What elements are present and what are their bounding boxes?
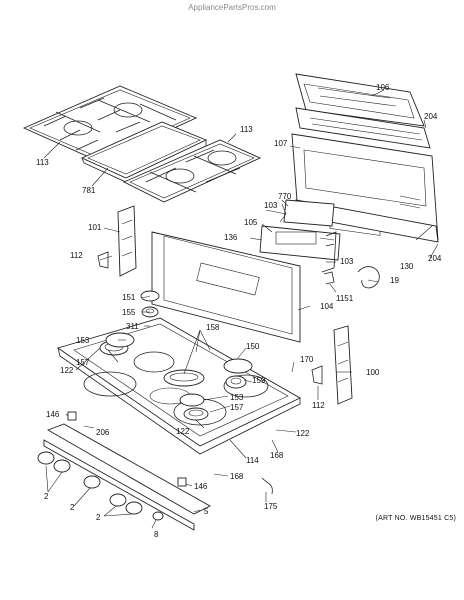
callout-150: 150 [246,342,260,351]
control-panel-bracket[interactable] [279,199,335,227]
left-hinge-clip[interactable] [97,251,109,269]
callout-105: 105 [244,218,258,227]
callout-175: 175 [264,502,278,511]
control-panel-front[interactable] [151,231,301,343]
knob-2[interactable] [53,459,71,473]
callout-146: 146 [46,410,60,419]
callout-204: 204 [424,112,438,121]
small-clip-left[interactable] [67,411,77,421]
callout-130: 130 [400,262,414,271]
callout-8: 8 [154,530,159,539]
watermark: AppliancePartsPros.com [188,3,276,12]
callout-155: 155 [122,308,136,317]
callout-146: 146 [194,482,208,491]
callout-1151: 1151 [336,294,354,303]
burner-cap-rf2[interactable] [179,393,205,407]
knob-4[interactable] [109,493,127,507]
art-number: (ART NO. WB15451 C5) [375,515,456,522]
right-hinge-clip[interactable] [311,365,323,385]
callout-100: 100 [366,368,380,377]
callout-158: 158 [206,323,220,332]
small-clip-right[interactable] [177,477,187,487]
callout-206: 206 [96,428,110,437]
small-knob[interactable] [152,511,164,521]
right-side-panel[interactable] [333,325,353,405]
wire-loop[interactable] [357,266,380,289]
callout-104: 104 [320,302,334,311]
callout-168: 168 [270,451,284,460]
knob-3[interactable] [83,475,101,489]
knob-5[interactable] [125,501,143,515]
leader-lines [43,89,439,529]
callout-122: 122 [296,429,310,438]
knob-1[interactable] [37,451,55,465]
oval-burner[interactable] [163,369,205,387]
callout-311: 311 [126,322,139,331]
callout-113: 113 [240,125,253,134]
control-board[interactable] [259,225,341,261]
left-side-bracket[interactable] [117,205,137,277]
burner-head-rr[interactable] [225,375,247,389]
callout-122: 122 [176,427,190,436]
callout-781: 781 [82,186,96,195]
callout-153: 153 [230,393,244,402]
burner-head-rf2[interactable] [183,407,209,421]
callout-2: 2 [96,513,101,522]
callout-153: 153 [76,336,90,345]
callout-122: 122 [60,366,74,375]
callout-112: 112 [312,401,325,410]
left-burner-grate[interactable] [22,85,198,163]
callout-labels: 106 204 113 113 107 781 770 103 105 101 … [36,83,442,539]
callout-19: 19 [390,276,399,285]
callout-101: 101 [88,223,102,232]
griddle-plate[interactable] [80,121,208,184]
rear-vent-panel[interactable] [295,73,425,127]
spark-module-wire[interactable] [261,477,273,495]
callout-157: 157 [76,358,90,367]
burner-cap-rf[interactable] [223,358,253,374]
callout-114: 114 [246,456,259,465]
callout-107: 107 [274,139,288,148]
callout-168: 168 [230,472,244,481]
callout-136: 136 [224,233,238,242]
callout-159: 159 [252,376,266,385]
callout-170: 170 [300,355,314,364]
callout-5: 5 [204,507,209,516]
manifold-panel[interactable] [43,423,211,531]
callout-103: 103 [340,257,354,266]
callout-2: 2 [44,492,49,501]
rear-trim[interactable] [295,107,431,149]
callout-770: 770 [278,192,292,201]
harness-clip[interactable] [321,231,337,285]
callout-112: 112 [70,251,83,260]
callout-2: 2 [70,503,75,512]
callout-151: 151 [122,293,136,302]
callout-103: 103 [264,201,278,210]
callout-113: 113 [36,158,49,167]
callout-106: 106 [376,83,390,92]
callout-204: 204 [428,254,442,263]
callout-157: 157 [230,403,244,412]
right-burner-grate[interactable] [122,139,262,203]
